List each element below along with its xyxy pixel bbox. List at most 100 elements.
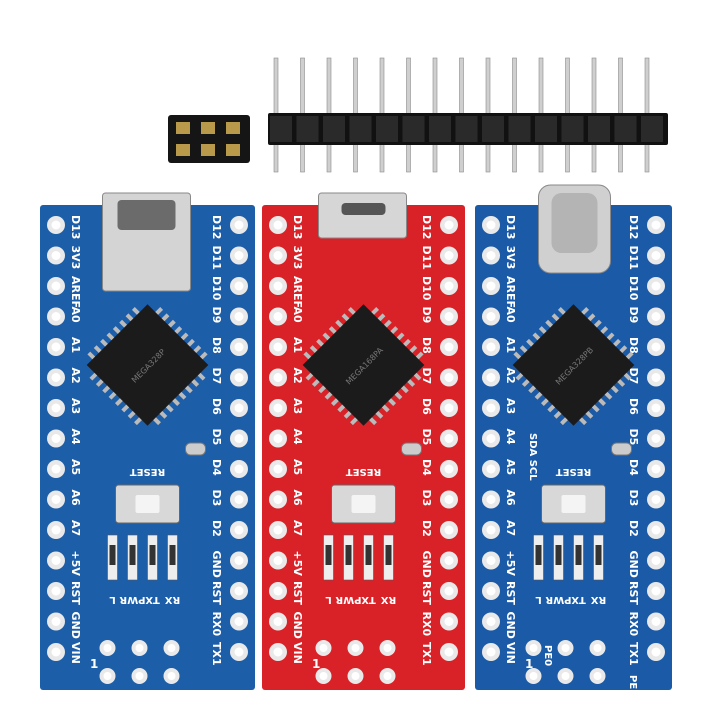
pin-hole: [234, 525, 244, 535]
chip-lead: [625, 351, 634, 361]
pin-label: A2: [504, 368, 517, 384]
pin-label: GND: [291, 612, 304, 639]
icsp-hole: [319, 672, 328, 680]
pin-hole: [51, 434, 61, 443]
led-label: L: [109, 594, 116, 605]
mcu-chip: MEGA328P: [86, 304, 209, 426]
pin-label: A6: [291, 490, 304, 507]
chip-lead: [547, 403, 556, 413]
pin-label: D9: [210, 307, 223, 324]
header-segment: [376, 116, 398, 142]
pin-hole: [273, 525, 283, 535]
pcb: [262, 205, 465, 690]
chip-body: [302, 304, 425, 426]
pin-label: VIN: [291, 642, 304, 664]
pin-hole: [651, 220, 661, 230]
header-segment: [641, 116, 663, 142]
pin-label: RST: [627, 581, 640, 605]
reset-label: RESET: [556, 466, 592, 477]
chip-lead: [324, 391, 334, 400]
pin-label: A7: [504, 520, 517, 536]
pin-hole: [273, 495, 283, 504]
led-label: TX: [571, 594, 586, 605]
pin-label: TX1: [210, 642, 223, 666]
pin-label: D7: [210, 368, 223, 385]
chip-lead: [180, 332, 189, 341]
pin-label: A6: [69, 490, 82, 507]
led-label: PWR: [335, 594, 361, 605]
pin-label: D11: [627, 246, 640, 270]
pin-label: D3: [627, 490, 640, 507]
icsp-pin: [226, 144, 240, 156]
header-segment: [561, 116, 584, 142]
icsp-pin: [176, 144, 190, 156]
pin-hole: [651, 525, 661, 535]
pin-hole: [234, 251, 244, 260]
pin-hole: [486, 281, 496, 291]
extra-label: PE0: [542, 645, 553, 666]
icsp-hole: [167, 672, 176, 680]
header-segment: [270, 116, 292, 142]
pin-hole: [234, 373, 244, 382]
pin-label: D8: [210, 337, 223, 354]
pin-label: RST: [504, 581, 517, 605]
pin-label: D5: [420, 429, 433, 446]
pin-label: D4: [420, 459, 433, 476]
pin-hole: [234, 281, 244, 291]
reset-button-cap: [351, 495, 376, 513]
pin-label: GND: [504, 612, 517, 639]
chip-lead: [606, 332, 615, 341]
chip-lead: [370, 307, 380, 316]
icsp-hole: [351, 644, 360, 652]
pin-hole: [234, 434, 244, 443]
chip-lead: [557, 307, 567, 316]
pin-hole: [273, 403, 283, 413]
pin-label: D8: [420, 337, 433, 354]
pin-hole: [444, 220, 454, 230]
chip-lead: [303, 351, 312, 361]
pin-label: D12: [627, 215, 640, 239]
icsp-hole: [561, 644, 570, 652]
pin-label: A0: [69, 307, 82, 324]
pin-label: RST: [291, 581, 304, 605]
pin-hole: [444, 342, 454, 352]
pin1-label: 1: [90, 657, 98, 671]
led-label: L: [325, 594, 332, 605]
pin-label: D3: [210, 490, 223, 507]
pin-hole: [651, 403, 661, 413]
pin-hole: [273, 556, 283, 565]
chip-lead: [526, 338, 535, 348]
pin-hole: [444, 281, 454, 291]
chip-lead: [513, 351, 522, 361]
pin-hole: [486, 525, 496, 535]
header-segment: [349, 116, 372, 142]
pin-hole: [444, 312, 454, 321]
led-label: RX: [381, 594, 397, 605]
pin-label: A7: [69, 520, 82, 536]
chip-lead: [400, 384, 409, 394]
pin-label: A2: [291, 368, 304, 384]
header-segment: [455, 116, 478, 142]
pin-label: A6: [504, 490, 517, 507]
pin-hole: [273, 312, 283, 321]
pin-hole: [444, 464, 454, 474]
chip-lead: [415, 351, 424, 361]
header-segment: [323, 116, 345, 142]
led-body: [325, 545, 332, 565]
pin-hole: [444, 586, 454, 596]
header-segment: [614, 116, 637, 142]
pin-label: A4: [291, 429, 304, 446]
icsp-hole: [529, 644, 538, 652]
chip-lead: [192, 345, 202, 354]
pin-hole: [273, 434, 283, 443]
pin-label: D4: [210, 459, 223, 476]
chip-lead: [347, 307, 357, 316]
chip-lead: [381, 403, 390, 413]
icsp-pin: [201, 122, 215, 134]
led-label: L: [535, 594, 542, 605]
crystal: [185, 442, 206, 456]
pin-label: D9: [420, 307, 433, 324]
icsp-hole: [135, 672, 144, 680]
chip-lead: [305, 372, 315, 381]
chip-lead: [584, 410, 594, 419]
